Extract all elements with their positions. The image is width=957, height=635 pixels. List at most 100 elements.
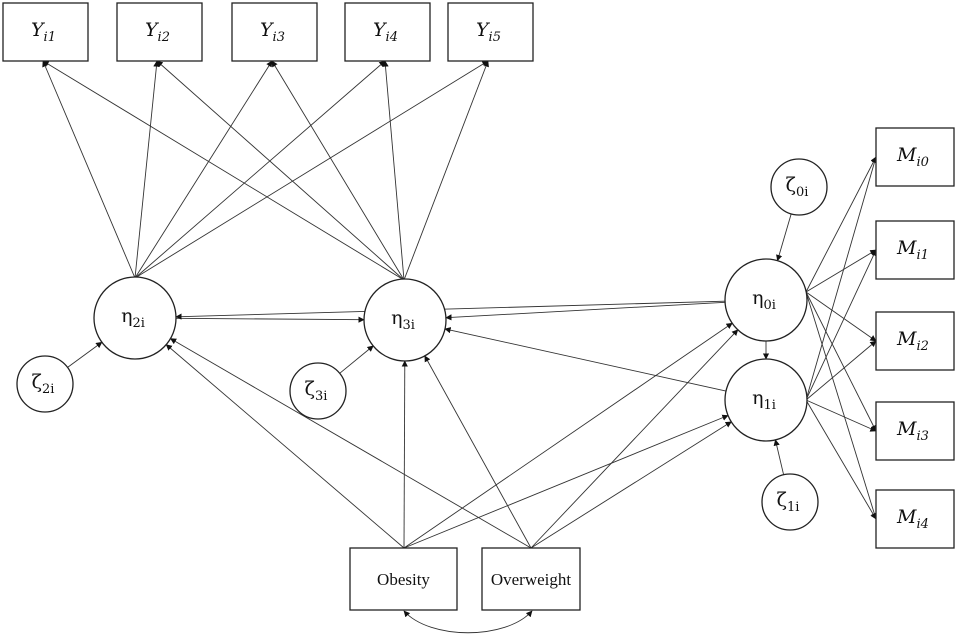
edge-eta0-to-M0 xyxy=(805,156,877,293)
node-y3: Yi3 xyxy=(231,2,318,62)
node-m1-subscript: i1 xyxy=(917,248,929,263)
edge-eta0-to-eta3 xyxy=(445,301,726,321)
node-zeta1-subscript: 1i xyxy=(787,500,799,515)
node-m4-symbol: M xyxy=(896,506,917,528)
node-y5-box xyxy=(447,2,534,62)
node-m0-label: Mi0 xyxy=(896,144,929,170)
edge-eta1-to-eta3 xyxy=(444,327,727,392)
node-zeta3-label: ζ3i xyxy=(305,378,328,404)
edge-obesity-to-eta2 xyxy=(165,344,405,549)
node-m0-symbol: M xyxy=(896,144,917,166)
edge-eta0-to-M2 xyxy=(805,291,877,342)
node-eta1: η1i xyxy=(724,358,808,442)
edge-eta2-to-Y2 xyxy=(134,60,160,279)
node-y5-subscript: i5 xyxy=(489,30,501,45)
edge-eta2-to-Y5 xyxy=(134,60,489,279)
edge-overweight-to-eta3 xyxy=(424,355,532,549)
node-eta1-circle xyxy=(724,358,808,442)
node-zeta3-circle xyxy=(289,362,347,420)
node-zeta2-subscript: 2i xyxy=(42,382,54,397)
node-m3-subscript: i3 xyxy=(917,429,929,444)
node-eta0-circle xyxy=(724,258,808,342)
node-overweight-box xyxy=(481,547,581,611)
edge-eta1-to-M2 xyxy=(805,340,877,401)
node-y1-symbol: Y xyxy=(31,19,46,41)
edge-eta3-to-Y2 xyxy=(156,60,405,281)
node-m0-subscript: i0 xyxy=(917,155,929,170)
node-m3-label: Mi3 xyxy=(896,418,929,444)
node-eta3-circle xyxy=(363,278,447,362)
node-zeta0-symbol: ζ xyxy=(786,174,796,196)
node-y1-box xyxy=(2,2,89,62)
node-zeta0-circle xyxy=(770,158,828,216)
node-y2: Yi2 xyxy=(116,2,203,62)
edge-layer xyxy=(42,60,878,634)
node-m4-label: Mi4 xyxy=(896,506,929,532)
node-eta3-subscript: 3i xyxy=(402,318,414,333)
edge-eta1-to-M4 xyxy=(805,399,877,520)
node-zeta2-circle xyxy=(16,355,74,413)
edge-eta2-to-Y3 xyxy=(134,60,273,279)
node-m0-box xyxy=(875,127,955,187)
node-m3-box xyxy=(875,401,955,461)
node-y4-symbol: Y xyxy=(373,19,388,41)
node-m0: Mi0 xyxy=(875,127,955,187)
node-m4-subscript: i4 xyxy=(917,517,929,532)
node-m3: Mi3 xyxy=(875,401,955,461)
node-eta2: η2i xyxy=(93,276,177,360)
edge-eta0-to-M4 xyxy=(805,291,878,520)
node-zeta3-subscript: 3i xyxy=(315,389,327,404)
node-y3-box xyxy=(231,2,318,62)
node-m2-label: Mi2 xyxy=(896,328,929,354)
node-obesity-box xyxy=(349,547,458,611)
node-m4-box xyxy=(875,489,955,549)
edge-zeta3-to-eta3 xyxy=(339,345,374,374)
node-zeta1-circle xyxy=(761,473,819,531)
edge-zeta0-to-eta0 xyxy=(776,213,792,262)
edge-eta1-to-M0 xyxy=(805,156,878,401)
edge-obesity-to-eta3 xyxy=(401,360,408,549)
node-eta2-label: η2i xyxy=(121,305,145,331)
node-zeta2-symbol: ζ xyxy=(32,371,42,393)
node-obesity-label: Obesity xyxy=(377,570,430,589)
edge-zeta2-to-eta2 xyxy=(67,341,103,368)
node-eta0-subscript: 0i xyxy=(763,298,775,313)
edge-eta2-to-eta3 xyxy=(175,316,365,323)
node-eta3-label: η3i xyxy=(391,307,415,333)
node-eta1-label: η1i xyxy=(752,387,776,413)
node-y4-box xyxy=(344,2,431,62)
node-y4-subscript: i4 xyxy=(386,30,398,45)
node-m1-symbol: M xyxy=(896,237,917,259)
node-zeta0-subscript: 0i xyxy=(796,185,808,200)
node-zeta3: ζ3i xyxy=(289,362,347,420)
node-y1-label: Yi1 xyxy=(31,19,56,45)
node-zeta0-label: ζ0i xyxy=(786,174,809,200)
node-eta3: η3i xyxy=(363,278,447,362)
edge-overweight-to-eta1 xyxy=(530,421,732,549)
edge-eta3-to-Y5 xyxy=(403,60,489,281)
edge-eta1-to-M3 xyxy=(805,399,877,432)
node-m1: Mi1 xyxy=(875,220,955,280)
edge-eta3-to-Y3 xyxy=(271,60,405,281)
edge-eta0-to-eta2 xyxy=(175,300,726,320)
edge-obesity-to-eta1 xyxy=(403,414,729,549)
edge-eta3-to-Y1 xyxy=(42,60,405,281)
node-m2: Mi2 xyxy=(875,311,955,371)
node-y2-box xyxy=(116,2,203,62)
edge-eta0-to-M3 xyxy=(805,291,877,432)
edge-overweight-to-eta2 xyxy=(169,338,532,549)
edge-eta2-to-Y4 xyxy=(134,60,386,279)
node-y3-label: Yi3 xyxy=(260,19,285,45)
node-zeta2-label: ζ2i xyxy=(32,371,55,397)
node-y5-symbol: Y xyxy=(476,19,491,41)
node-eta2-symbol: η xyxy=(121,305,132,327)
node-eta2-circle xyxy=(93,276,177,360)
edge-zeta1-to-eta1 xyxy=(773,439,785,475)
node-eta1-subscript: 1i xyxy=(763,398,775,413)
node-obesity: Obesity xyxy=(349,547,458,611)
node-zeta1-label: ζ1i xyxy=(777,489,800,515)
edge-eta1-to-M1 xyxy=(805,249,877,401)
